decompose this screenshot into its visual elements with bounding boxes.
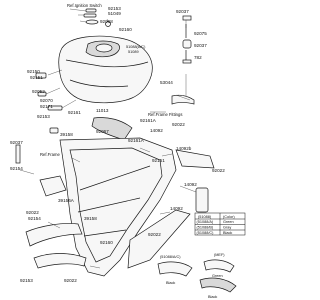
label-14092-a: 14092: [150, 128, 163, 133]
label-92153-top: 92153: [108, 6, 121, 11]
label-51089: 51089: [128, 50, 139, 54]
label-92067: 92067: [96, 129, 109, 134]
tank-mounts: [15, 72, 63, 164]
label-92161a-b: 92161A: [128, 138, 145, 143]
label-92154-a: 92154: [10, 166, 23, 171]
variant-parts-right: [199, 259, 237, 293]
label-92153-mid: 92153: [37, 114, 50, 119]
label-92037-mid: 92037: [194, 43, 207, 48]
variant-tags: (51088/A/C) Black (MEF) Green Black: [160, 253, 225, 299]
label-92075: 92075: [194, 31, 207, 36]
label-ref-ignition-switch: Ref.Ignition Switch: [67, 3, 102, 8]
legend-row-3-code: (51088/C): [197, 231, 215, 235]
breather-hose-parts: [182, 15, 192, 64]
label-92052: 92052: [32, 89, 45, 94]
label-92160-b: 92160: [100, 240, 113, 245]
label-92022-c: 92022: [148, 232, 161, 237]
label-11013: 11013: [96, 108, 109, 113]
callout-labels: Ref.Ignition Switch 92153 51049 92068 92…: [10, 3, 225, 283]
label-92150: 92150: [27, 69, 40, 74]
variant-right-tag: (MEF): [214, 253, 225, 257]
label-92070: 92070: [40, 98, 53, 103]
lower-side-rails: [25, 223, 87, 269]
label-782: 782: [194, 55, 202, 60]
label-92022: 92022: [172, 122, 185, 127]
label-14092b: 14092b: [176, 146, 192, 151]
label-14092-b: 14092: [170, 206, 183, 211]
label-39158-b: 39158: [84, 216, 97, 221]
variant-right-color-bottom: Black: [208, 295, 217, 299]
label-51088: 51088(A/C): [126, 45, 146, 49]
label-92153-bot: 92153: [20, 278, 33, 283]
label-92022-left: 92022: [26, 210, 39, 215]
label-92151-b: 92151: [152, 158, 165, 163]
label-92161: 92161: [68, 110, 81, 115]
label-92151-a: 92151: [30, 75, 43, 80]
color-legend-table: (51088) (Color) (51088/A) Green (51088/B…: [194, 212, 246, 236]
label-39156a: 39156A: [58, 198, 75, 203]
legend-row-2-code: (51088/B): [197, 226, 214, 230]
label-53044: 53044: [160, 80, 173, 85]
label-ref-frame-fittings: Ref.Frame Fittings: [148, 112, 182, 117]
label-92037-left: 92037: [10, 140, 23, 145]
legend-header-code: (51088): [198, 215, 212, 219]
legend-row-1-code: (51088/A): [197, 220, 214, 224]
fuel-tank: [58, 35, 153, 104]
variant-left-color: Black: [166, 281, 175, 285]
variant-parts-left: [157, 261, 193, 277]
label-ref-frame: Ref.Frame: [40, 152, 60, 157]
label-92160-a: 92160: [119, 27, 132, 32]
fuel-cap-parts: [83, 8, 111, 27]
label-39158: 39158: [60, 132, 73, 137]
label-92037-top: 92037: [176, 9, 189, 14]
leader-lines: [19, 8, 197, 269]
side-cover: [171, 94, 195, 105]
legend-row-3-color: Black: [223, 231, 232, 235]
label-51049: 51049: [108, 11, 121, 16]
label-92022-bottom: 92022: [64, 278, 77, 283]
frame: [39, 137, 215, 277]
legend-row-2-color: Gray: [223, 226, 231, 230]
parts-diagram: Ref.Ignition Switch 92153 51049 92068 92…: [10, 3, 246, 299]
legend-row-1-color: Green: [223, 220, 234, 224]
legend-header-color: (Color): [223, 215, 235, 219]
label-92022-right: 92022: [212, 168, 225, 173]
label-92161a: 92161A: [140, 118, 157, 123]
variant-left-tag: (51088/A/C): [160, 255, 181, 259]
label-14092-c: 14092: [184, 182, 197, 187]
label-92068: 92068: [100, 19, 113, 24]
label-92171: 92171: [40, 104, 53, 109]
variant-right-color-top: Green: [212, 274, 223, 278]
label-92154-b: 92154: [28, 216, 41, 221]
